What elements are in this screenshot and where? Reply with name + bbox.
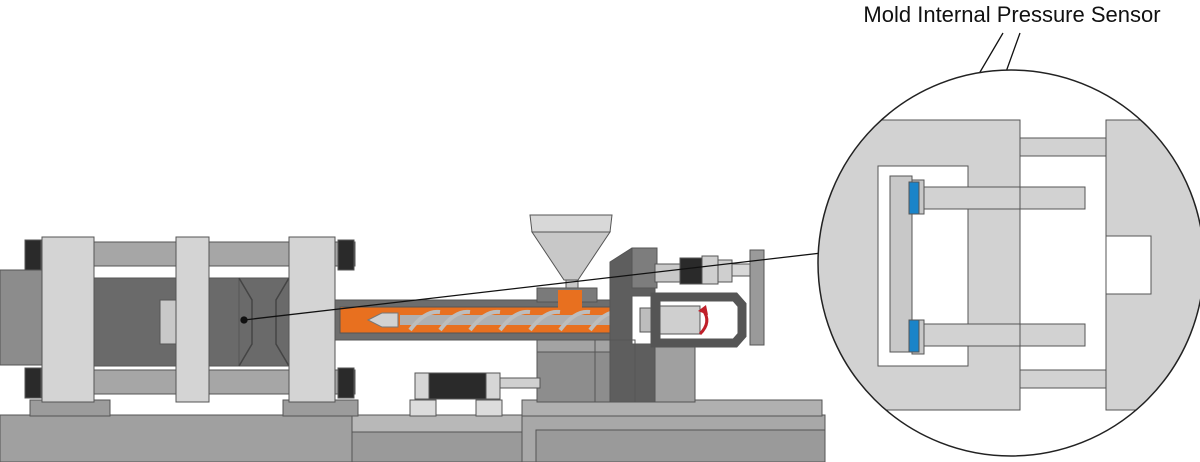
carriage-cylinder — [409, 372, 541, 417]
moving-platen — [175, 236, 210, 403]
rear-plate — [749, 249, 765, 346]
detail-circle-border — [817, 69, 1200, 457]
tie-bar-nut-ll — [24, 367, 42, 399]
tie-bar-nut-ul — [24, 239, 42, 271]
magnified-detail-circle — [817, 69, 1200, 457]
rear-platen — [41, 236, 95, 403]
hopper-funnel — [531, 231, 611, 281]
mold-to-detail-line — [243, 251, 831, 321]
mold-moving-half — [208, 277, 240, 367]
clamping-unit — [0, 236, 356, 403]
pressure-sensor-lower — [908, 319, 920, 353]
injection-unit — [334, 214, 765, 403]
sensor-label: Mold Internal Pressure Sensor — [863, 2, 1160, 27]
ejector-pin-lower — [919, 323, 1086, 347]
tie-bar-nut-lr — [337, 367, 355, 399]
ejector-pin-upper — [919, 186, 1086, 210]
hopper-top — [529, 214, 613, 233]
motor-coupling — [679, 257, 703, 285]
tie-bar-nut-ur — [337, 239, 355, 271]
clamp-cylinder — [0, 269, 46, 366]
screw — [400, 309, 625, 332]
machine-base — [0, 399, 826, 462]
pressure-sensor-upper — [908, 181, 920, 215]
fixed-platen — [288, 236, 336, 403]
